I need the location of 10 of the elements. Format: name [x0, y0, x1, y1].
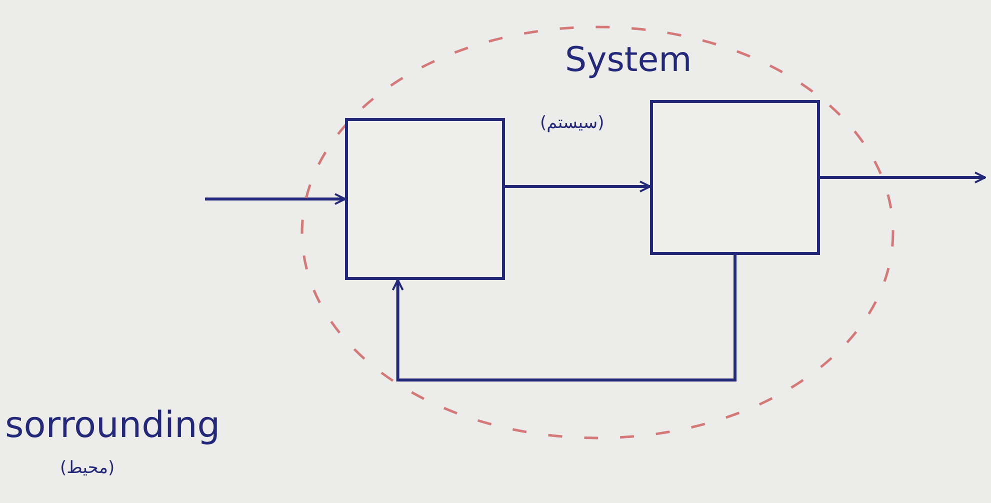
node-subtitle: (سیستم)	[540, 113, 604, 133]
arrow	[505, 180, 651, 192]
label-subtitle: (محیط)	[60, 458, 115, 478]
arrow	[392, 255, 736, 382]
process-box	[345, 118, 505, 280]
surrounding-label: sorrounding	[5, 405, 220, 446]
node-title: System	[565, 40, 692, 80]
arrow	[820, 172, 986, 184]
arrow	[205, 193, 346, 205]
process-box	[650, 100, 820, 255]
